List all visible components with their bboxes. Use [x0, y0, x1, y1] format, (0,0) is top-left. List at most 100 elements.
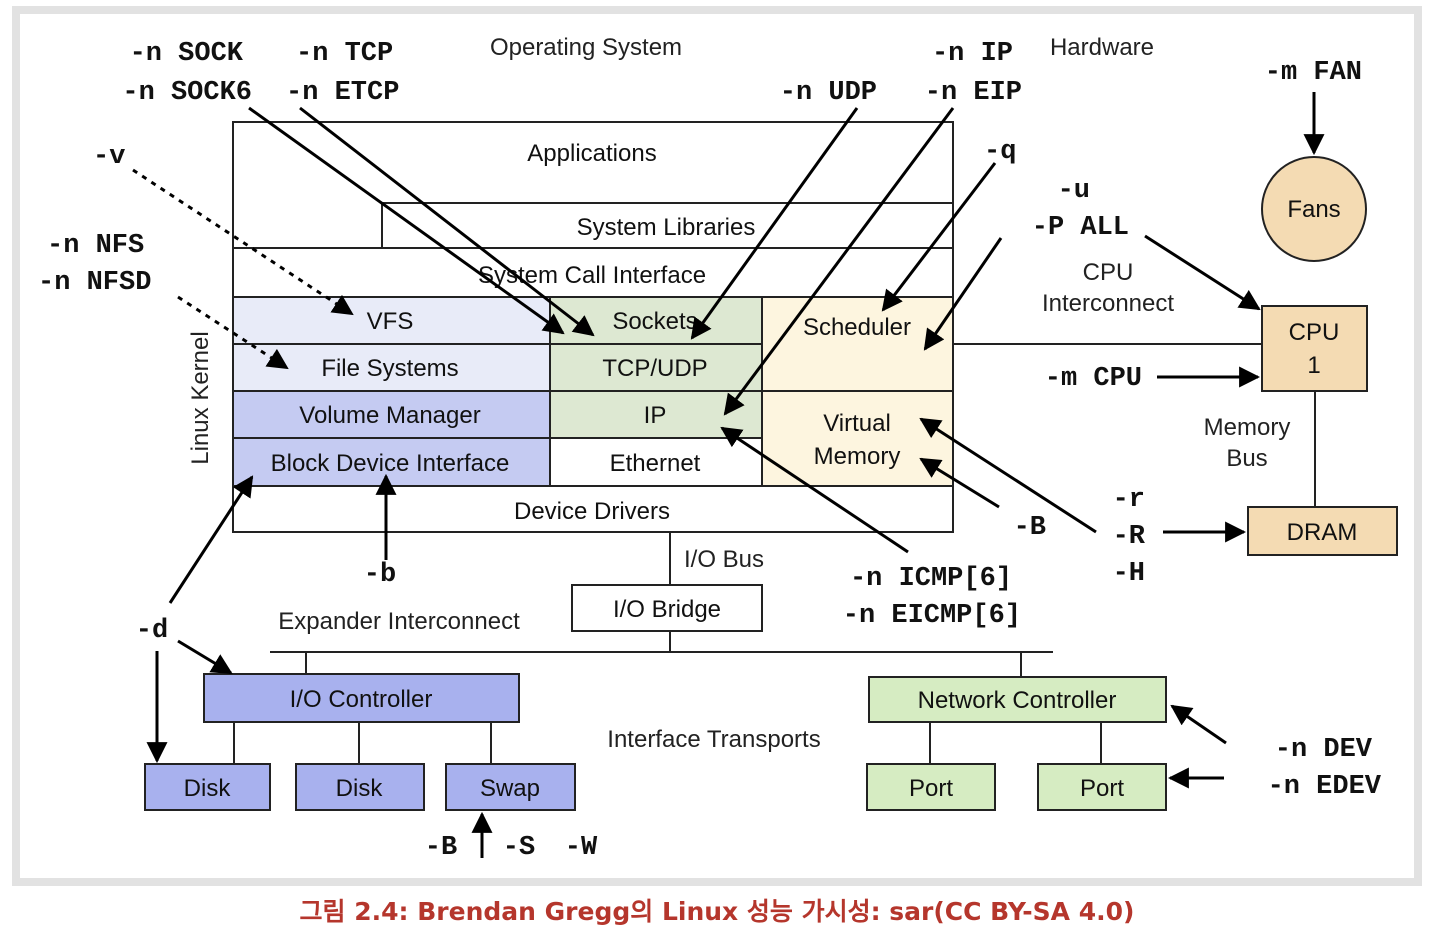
option-b: -b — [364, 560, 396, 590]
applications-label: Applications — [527, 140, 656, 167]
volume-manager-label: Volume Manager — [299, 402, 480, 429]
network-controller-box — [868, 676, 1167, 723]
cpu-box — [1261, 305, 1368, 392]
option-edev: -n EDEV — [1268, 772, 1382, 802]
tcp-udp-label: TCP/UDP — [602, 355, 707, 382]
block-device-interface-label: Block Device Interface — [271, 450, 510, 477]
option-labels: -n SOCK -n SOCK6 -n TCP -n ETCP -n UDP -… — [38, 39, 1382, 863]
arrow-b-to-virtual-memory — [919, 457, 1000, 509]
file-systems-label: File Systems — [321, 355, 458, 382]
cpu-interconnect-label-2: Interconnect — [1042, 290, 1174, 317]
hardware-section-label: Hardware — [1050, 34, 1154, 61]
memory-bus-label-1: Memory — [1204, 414, 1291, 441]
arrow-q-to-scheduler — [881, 162, 997, 312]
virtual-memory-label-1: Virtual — [823, 410, 891, 437]
option-big-r: -R — [1113, 522, 1146, 552]
arrow-d-to-block-device — [168, 475, 254, 604]
swap-label: Swap — [480, 775, 540, 802]
cpu-label-2: 1 — [1307, 352, 1320, 379]
syscall-label: System Call Interface — [478, 262, 706, 289]
option-d: -d — [136, 616, 168, 646]
option-nfsd: -n NFSD — [38, 268, 151, 298]
arrow-icmp-to-ip — [720, 426, 909, 554]
disk-1-box — [144, 763, 271, 811]
disk-2-box — [295, 763, 425, 811]
option-q: -q — [984, 137, 1016, 167]
arrow-p-to-scheduler — [923, 237, 1003, 351]
option-eip: -n EIP — [925, 78, 1022, 108]
option-ip: -n IP — [932, 39, 1013, 69]
arrow-p-to-cpu — [1144, 234, 1261, 311]
option-swap-big-b: -B — [425, 833, 457, 863]
dram-box — [1247, 506, 1398, 556]
vfs-box — [232, 296, 551, 345]
volume-manager-box — [232, 390, 551, 439]
option-h: -H — [1113, 559, 1145, 589]
port-1-label: Port — [909, 775, 953, 802]
bus-lines — [233, 343, 1316, 764]
disk-2-label: Disk — [336, 775, 384, 802]
memory-bus-label-2: Bus — [1226, 445, 1267, 472]
option-nfs: -n NFS — [47, 231, 144, 261]
io-controller-label: I/O Controller — [290, 686, 433, 713]
swap-box — [445, 763, 576, 811]
io-bridge-label: I/O Bridge — [613, 596, 721, 623]
option-swap-s: -S — [503, 833, 535, 863]
fans-label: Fans — [1287, 196, 1340, 223]
linux-kernel-label: Linux Kernel — [187, 331, 214, 464]
option-icmp: -n ICMP[6] — [850, 564, 1012, 594]
virtual-memory-label-2: Memory — [814, 443, 901, 470]
option-sock: -n SOCK — [130, 39, 244, 69]
ip-label: IP — [644, 402, 667, 429]
port-2-box — [1037, 763, 1167, 811]
option-u: -u — [1058, 176, 1090, 206]
option-v: -v — [93, 142, 125, 172]
scheduler-box — [761, 296, 954, 392]
ethernet-label: Ethernet — [610, 450, 701, 477]
os-stack — [232, 121, 954, 533]
arrow-sock-to-sockets — [248, 106, 565, 335]
io-controller-box — [203, 673, 520, 723]
cpu-interconnect-label-1: CPU — [1083, 259, 1134, 286]
arrow-ip-to-ip — [723, 107, 955, 416]
option-p-all: -P ALL — [1032, 213, 1129, 243]
option-big-b: -B — [1014, 513, 1046, 543]
port-2-label: Port — [1080, 775, 1124, 802]
option-dev: -n DEV — [1275, 735, 1373, 765]
scheduler-label: Scheduler — [803, 314, 911, 341]
option-r: -r — [1113, 485, 1145, 515]
disk-1-label: Disk — [184, 775, 232, 802]
virtual-memory-box — [761, 390, 954, 487]
arrow-d-to-io-controller — [177, 639, 233, 675]
option-m-cpu: -m CPU — [1045, 364, 1142, 394]
figure-caption: 그림 2.4: Brendan Gregg의 Linux 성능 가시성: sar… — [299, 897, 1135, 926]
option-eicmp: -n EICMP[6] — [843, 601, 1021, 631]
system-libraries-label: System Libraries — [577, 214, 756, 241]
option-udp: -n UDP — [780, 78, 877, 108]
hardware-boxes — [144, 156, 1398, 811]
arrows — [132, 92, 1325, 858]
io-bus-label: I/O Bus — [684, 546, 764, 573]
option-fan: -m FAN — [1265, 58, 1362, 88]
fans-circle — [1261, 156, 1367, 262]
expander-interconnect-label: Expander Interconnect — [278, 608, 520, 635]
network-controller-label: Network Controller — [918, 687, 1117, 714]
device-drivers-label: Device Drivers — [514, 498, 670, 525]
section-labels: Operating System Hardware Linux Kernel C… — [187, 34, 1290, 753]
io-bridge-box — [571, 584, 763, 632]
option-etcp: -n ETCP — [286, 78, 399, 108]
option-tcp: -n TCP — [296, 39, 393, 69]
sockets-label: Sockets — [612, 308, 697, 335]
box-labels: Applications System Libraries System Cal… — [184, 140, 1358, 802]
os-section-label: Operating System — [490, 34, 682, 61]
arrow-udp-to-tcpudp — [690, 107, 859, 340]
arrow-r-to-virtual-memory — [919, 417, 1097, 534]
option-sock6: -n SOCK6 — [122, 78, 252, 108]
arrow-dev-to-network-controller — [1170, 704, 1227, 745]
vfs-label: VFS — [367, 308, 414, 335]
dram-label: DRAM — [1287, 519, 1358, 546]
interface-transports-label: Interface Transports — [607, 726, 820, 753]
port-1-box — [866, 763, 996, 811]
arrow-tcp-to-tcpudp — [299, 106, 595, 337]
